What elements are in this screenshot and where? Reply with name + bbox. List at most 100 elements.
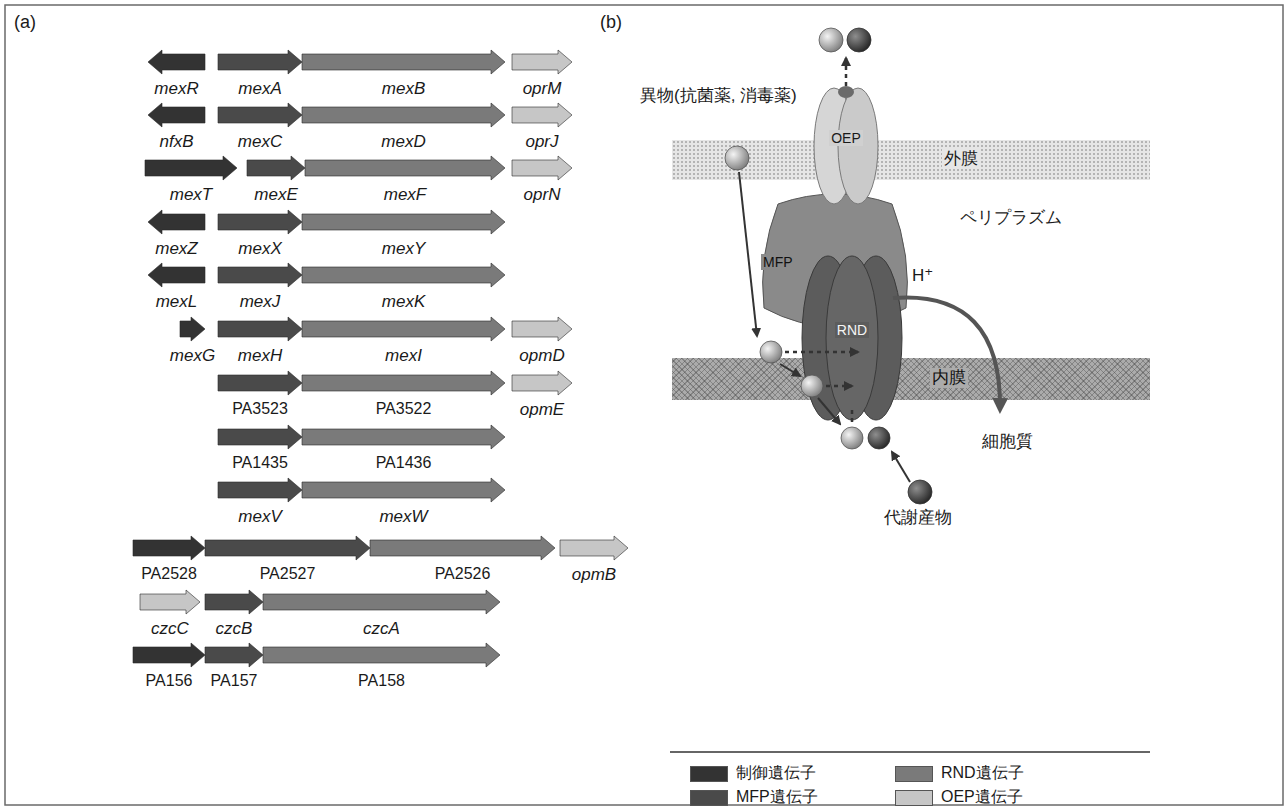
gene-name: mexW — [379, 507, 427, 527]
gene-name: mexA — [238, 79, 281, 99]
gene-arrow — [218, 103, 302, 127]
gene-arrow — [512, 50, 572, 74]
gene-name: opmE — [520, 400, 564, 420]
rnd-lobe — [826, 256, 878, 420]
metabolite-molecule — [868, 427, 890, 449]
gene-name: oprM — [523, 79, 562, 99]
gene-name: mexC — [238, 132, 282, 152]
pump-part: OEP — [812, 84, 880, 206]
gene-name: mexY — [382, 239, 425, 259]
gene-arrow — [302, 317, 505, 341]
gene-name: PA3523 — [232, 400, 288, 418]
gene-name: mexT — [170, 185, 213, 205]
gene-arrow — [302, 371, 505, 395]
gene-name: mexL — [156, 292, 198, 312]
membrane-band — [672, 140, 1150, 180]
gene-arrow — [148, 263, 205, 287]
text-label: 異物(抗菌薬, 消毒薬) — [640, 86, 797, 106]
gene-arrow — [370, 536, 555, 560]
legend-text: RND遺伝子 — [941, 764, 1024, 782]
legend-text: OEP遺伝子 — [941, 788, 1023, 806]
gene-name: mexI — [385, 346, 422, 366]
metabolite-molecule — [908, 480, 932, 504]
gene-name: mexR — [154, 79, 198, 99]
gene-name: mexK — [382, 292, 425, 312]
gene-name: mexZ — [155, 239, 198, 259]
text-label: (a) — [14, 12, 36, 33]
gene-name: opmB — [572, 565, 616, 585]
gene-name: oprJ — [525, 132, 558, 152]
export-arrow — [845, 58, 848, 86]
gene-arrow — [148, 50, 205, 74]
pump-part: RND — [798, 252, 906, 422]
gene-arrow — [218, 478, 302, 502]
metabolite-arrow — [892, 452, 910, 482]
gene-name: PA156 — [146, 672, 193, 690]
gene-arrow — [180, 317, 205, 341]
gene-name: PA1435 — [232, 454, 288, 472]
gene-arrow — [218, 50, 302, 74]
gene-name: mexB — [382, 79, 425, 99]
gene-arrow — [560, 536, 628, 560]
gene-name: PA158 — [358, 672, 405, 690]
gene-name: PA1436 — [376, 454, 432, 472]
gene-arrow — [218, 317, 302, 341]
gene-arrow — [205, 536, 370, 560]
gene-arrow — [302, 478, 505, 502]
gene-name: mexX — [238, 239, 281, 259]
gene-name: mexE — [254, 185, 297, 205]
node-label: OEP — [829, 130, 863, 146]
gene-arrow — [512, 371, 572, 395]
legend-swatch — [895, 790, 933, 806]
node-label: 外膜 — [942, 149, 980, 169]
gene-arrow — [512, 156, 572, 180]
oep-cap — [838, 86, 854, 98]
gene-name: czcA — [363, 619, 400, 639]
gene-arrow — [133, 643, 205, 667]
gene-arrow — [148, 210, 205, 234]
gene-name: mexD — [381, 132, 425, 152]
text-label: H⁺ — [912, 266, 933, 286]
gene-arrow — [263, 643, 500, 667]
gene-name: nfxB — [159, 132, 193, 152]
gene-arrow — [305, 156, 505, 180]
gene-arrow — [205, 643, 263, 667]
gene-arrow — [148, 103, 205, 127]
gene-name: czcC — [151, 619, 189, 639]
gene-arrow — [140, 590, 200, 614]
text-label: 代謝産物 — [884, 508, 952, 528]
text-label: 細胞質 — [982, 432, 1033, 452]
gene-name: PA157 — [211, 672, 258, 690]
gene-name: PA2528 — [141, 565, 197, 583]
membrane-band — [672, 358, 1150, 400]
gene-arrow — [218, 210, 302, 234]
gene-arrow — [145, 156, 237, 180]
node-label: 内膜 — [930, 368, 968, 388]
legend-text: MFP遺伝子 — [736, 788, 818, 806]
gene-arrow — [512, 317, 572, 341]
metabolite-molecule — [847, 28, 871, 52]
node-label: RND — [835, 322, 869, 338]
node-label: MFP — [761, 254, 795, 270]
legend-text: 制御遺伝子 — [736, 764, 816, 782]
membrane: 内膜 — [672, 358, 1150, 400]
legend-rule — [670, 751, 1150, 753]
gene-name: czcB — [216, 619, 253, 639]
gene-arrow — [263, 590, 500, 614]
legend-swatch — [895, 766, 933, 782]
gene-arrow — [302, 263, 505, 287]
legend-swatch — [690, 766, 728, 782]
gene-name: PA3522 — [376, 400, 432, 418]
gene-arrow — [302, 425, 505, 449]
uptake-arrow — [739, 172, 757, 336]
xenobiotic-molecule — [819, 28, 843, 52]
gene-name: mexH — [238, 346, 282, 366]
gene-name: PA2527 — [260, 565, 316, 583]
gene-name: mexG — [170, 346, 215, 366]
gene-arrow — [133, 536, 205, 560]
figure-frame — [5, 5, 1283, 805]
xenobiotic-molecule — [841, 427, 863, 449]
